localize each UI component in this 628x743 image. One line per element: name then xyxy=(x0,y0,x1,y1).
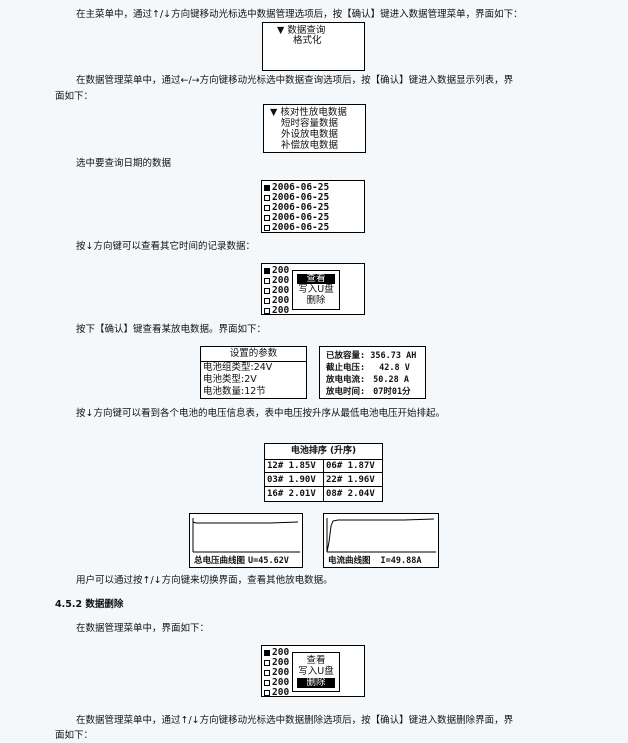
paragraph-4: 按↓方向键可以查看其它时间的记录数据： xyxy=(76,241,255,252)
paragraph-8: 在数据管理菜单中，界面如下： xyxy=(76,623,210,634)
table-cell: 12# 1.85V xyxy=(265,459,324,473)
list-item[interactable]: 2006-06-25 xyxy=(264,223,329,233)
lcd-discharge-result: 已放容量: 356.73 AH 截止电压: 42.8 V 放电电流: 50.28 A… xyxy=(319,346,426,399)
list-item[interactable]: 2006-06-25 xyxy=(264,183,329,193)
paragraph-9a: 在数据管理菜单中，通过↑/↓方向键移动光标选中数据删除选项后，按【确认】键进入数… xyxy=(76,715,514,726)
paragraph-1: 在主菜单中，通过↑/↓方向键移动光标选中数据管理选项后，按【确认】键进入数据管理… xyxy=(76,9,523,20)
settings-title: 设置的参数 xyxy=(201,349,306,362)
checkbox-icon xyxy=(264,659,270,666)
popup-item-write-usb[interactable]: 写入U盘 xyxy=(298,284,334,295)
table-title: 电池排序 (升序) xyxy=(265,444,382,460)
current-curve-plot xyxy=(326,518,436,553)
chart-value: U=45.62V xyxy=(247,556,289,566)
checkbox-checked-icon xyxy=(264,267,270,274)
popup-item-delete[interactable]: 删除 xyxy=(297,678,335,688)
voltage-curve-plot xyxy=(192,518,300,553)
popup-menu: 查看 写入U盘 删除 xyxy=(292,270,340,310)
list-item[interactable]: 2006-06-25 xyxy=(264,213,329,223)
cursor-down-icon: ▼ xyxy=(277,25,285,36)
lcd-date-list-popup-delete: 200 200 200 200 200 查看 写入U盘 删除 xyxy=(261,645,365,697)
result-label-capacity: 已放容量: xyxy=(326,351,366,361)
checkbox-icon xyxy=(264,204,270,211)
checkbox-checked-icon xyxy=(264,184,270,191)
result-value-cutoff: 42.8 V xyxy=(379,363,410,373)
paragraph-2a: 在数据管理菜单中，通过←/→方向键移动光标选中数据查询选项后，按【确认】键进入数… xyxy=(76,75,514,86)
section-heading: 4.5.2 数据删除 xyxy=(55,599,124,610)
checkbox-icon xyxy=(264,224,270,231)
menu-item-compensation-discharge[interactable]: 补偿放电数据 xyxy=(281,140,339,151)
table-cell: 06# 1.87V xyxy=(324,459,382,473)
voltage-curve-line xyxy=(192,521,299,524)
current-curve-line xyxy=(326,518,435,553)
lcd-current-curve: 电流曲线图 I=49.88A xyxy=(323,513,439,568)
lcd-date-list-popup-view: 200 200 200 200 200 查看 写入U盘 删除 xyxy=(261,263,365,315)
checkbox-icon xyxy=(264,277,270,284)
result-value-capacity: 356.73 AH xyxy=(370,351,417,361)
lcd-data-type-menu: ▼ 核对性放电数据 短时容量数据 外设放电数据 补偿放电数据 xyxy=(263,104,366,153)
list-item[interactable]: 2006-06-25 xyxy=(264,193,329,203)
checkbox-icon xyxy=(264,679,270,686)
paragraph-7: 用户可以通过按↑/↓方向键来切换界面，查看其他放电数据。 xyxy=(76,575,333,586)
paragraph-5: 按下【确认】键查看某放电数据。界面如下： xyxy=(76,324,267,335)
list-item[interactable]: 2006-06-25 xyxy=(264,203,329,213)
checkbox-icon xyxy=(264,194,270,201)
cursor-down-icon: ▼ xyxy=(270,107,278,118)
menu-item-external-discharge[interactable]: 外设放电数据 xyxy=(281,129,339,140)
popup-menu: 查看 写入U盘 删除 xyxy=(292,652,340,692)
setting-group-type: 电池组类型:24V xyxy=(203,362,273,373)
popup-item-write-usb[interactable]: 写入U盘 xyxy=(298,666,334,677)
result-value-current: 50.28 A xyxy=(373,375,409,385)
checkbox-icon xyxy=(264,287,270,294)
paragraph-6: 按↓方向键可以看到各个电池的电压信息表，表中电压按升序从最低电池电压开始排起。 xyxy=(76,408,445,419)
lcd-data-management-menu: ▼ 数据查询 格式化 xyxy=(262,22,365,71)
result-label-time: 放电时间: xyxy=(326,387,366,397)
checkbox-icon xyxy=(264,307,270,314)
lcd-battery-sort-table: 电池排序 (升序) 12# 1.85V 06# 1.87V 03# 1.90V … xyxy=(264,443,383,502)
popup-item-delete[interactable]: 删除 xyxy=(306,295,326,306)
popup-item-view[interactable]: 查看 xyxy=(297,274,335,284)
checkbox-icon xyxy=(264,297,270,304)
chart-value: I=49.88A xyxy=(380,556,422,566)
result-label-current: 放电电流: xyxy=(326,375,366,385)
checkbox-icon xyxy=(264,214,270,221)
paragraph-9b: 面如下： xyxy=(55,730,94,741)
chart-label: 总电压曲线图 xyxy=(194,556,246,566)
setting-battery-count: 电池数量:12节 xyxy=(203,386,266,397)
setting-battery-type: 电池类型:2V xyxy=(203,374,257,385)
lcd-settings-panel: 设置的参数 电池组类型:24V 电池类型:2V 电池数量:12节 xyxy=(200,346,307,399)
menu-item-format[interactable]: 格式化 xyxy=(293,35,322,46)
menu-item-short-capacity[interactable]: 短时容量数据 xyxy=(281,118,339,129)
result-label-cutoff: 截止电压: xyxy=(326,363,366,373)
checkbox-icon xyxy=(264,689,270,696)
chart-label: 电流曲线图 xyxy=(328,556,371,566)
table-cell: 16# 2.01V xyxy=(265,487,324,501)
table-cell: 08# 2.04V xyxy=(326,489,375,499)
result-value-time: 07时01分 xyxy=(373,387,411,397)
paragraph-3: 选中要查询日期的数据 xyxy=(76,158,172,169)
paragraph-2b: 面如下： xyxy=(55,91,94,102)
menu-item-check-discharge[interactable]: 核对性放电数据 xyxy=(280,107,347,118)
popup-item-view[interactable]: 查看 xyxy=(306,655,326,666)
lcd-date-list: 2006-06-25 2006-06-25 2006-06-25 2006-06… xyxy=(261,180,365,233)
checkbox-checked-icon xyxy=(264,649,270,656)
checkbox-icon xyxy=(264,669,270,676)
table-cell: 22# 1.96V xyxy=(324,473,382,487)
table-cell: 03# 1.90V xyxy=(265,473,324,487)
menu-item-data-query[interactable]: 数据查询 xyxy=(287,25,326,36)
lcd-voltage-curve: 总电压曲线图 U=45.62V xyxy=(189,513,303,568)
